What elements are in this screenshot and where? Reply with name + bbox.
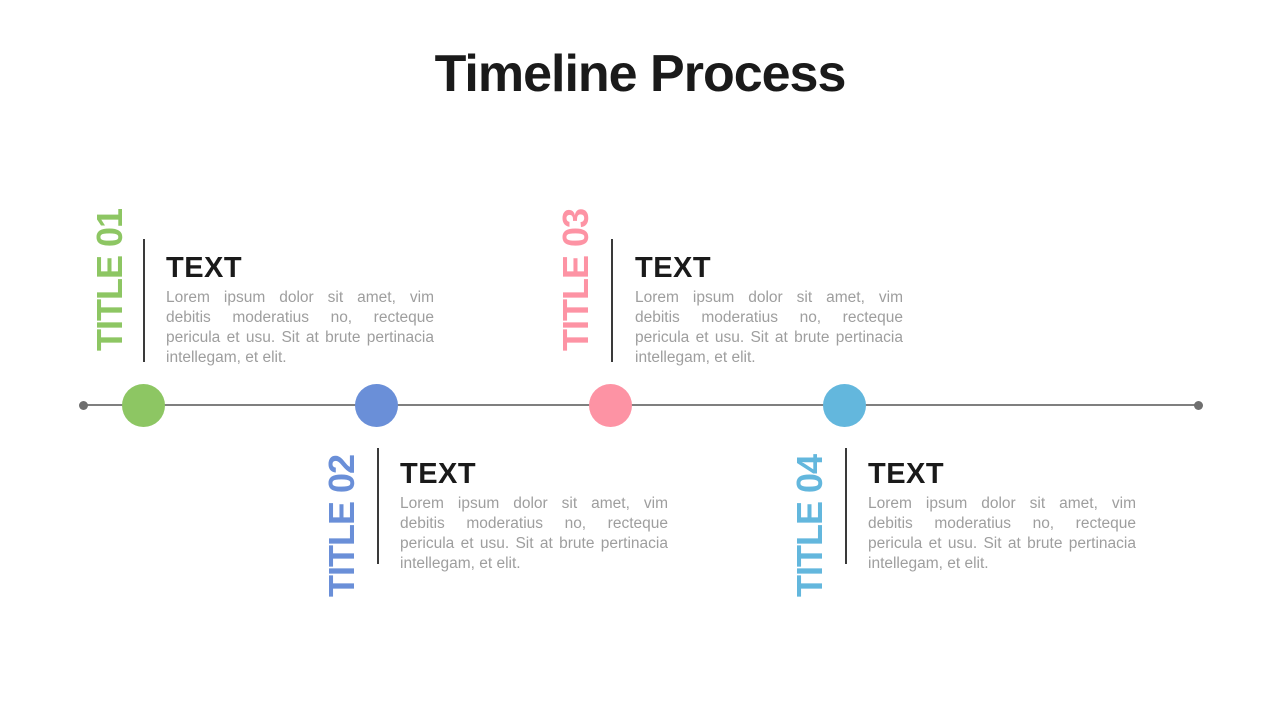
milestone-dot-1 — [122, 383, 165, 427]
item-4-heading: TEXT — [868, 458, 945, 490]
item-1-title: TITLE 01 — [89, 208, 130, 352]
item-3-heading: TEXT — [635, 252, 712, 284]
item-2-divider — [377, 448, 379, 564]
item-4-body: Lorem ipsum dolor sit amet, vim debitis … — [868, 495, 1136, 572]
timeline-start-dot — [78, 400, 88, 410]
item-2-body: Lorem ipsum dolor sit amet, vim debitis … — [400, 495, 668, 572]
item-3-divider — [611, 239, 613, 362]
item-3-title: TITLE 03 — [554, 208, 596, 352]
item-4-title: TITLE 04 — [788, 454, 830, 598]
item-4-content: TEXT Lorem ipsum dolor sit amet, vim deb… — [868, 459, 1136, 574]
item-1-divider — [143, 239, 145, 362]
milestone-dot-4 — [823, 383, 866, 427]
item-3-content: TEXT Lorem ipsum dolor sit amet, vim deb… — [635, 253, 903, 368]
item-2-title: TITLE 02 — [320, 454, 362, 598]
timeline-end-dot — [1193, 400, 1203, 410]
timeline-line — [83, 404, 1198, 406]
milestone-dot-3 — [589, 383, 632, 427]
item-4-divider — [845, 448, 847, 564]
item-1-content: TEXT Lorem ipsum dolor sit amet, vim deb… — [166, 253, 434, 368]
item-3-body: Lorem ipsum dolor sit amet, vim debitis … — [635, 289, 903, 366]
item-2-heading: TEXT — [400, 458, 477, 490]
item-1-body: Lorem ipsum dolor sit amet, vim debitis … — [166, 289, 434, 366]
item-1-heading: TEXT — [166, 252, 243, 284]
page-title: Timeline Process — [434, 45, 847, 103]
item-2-content: TEXT Lorem ipsum dolor sit amet, vim deb… — [400, 459, 668, 574]
milestone-dot-2 — [355, 383, 398, 427]
